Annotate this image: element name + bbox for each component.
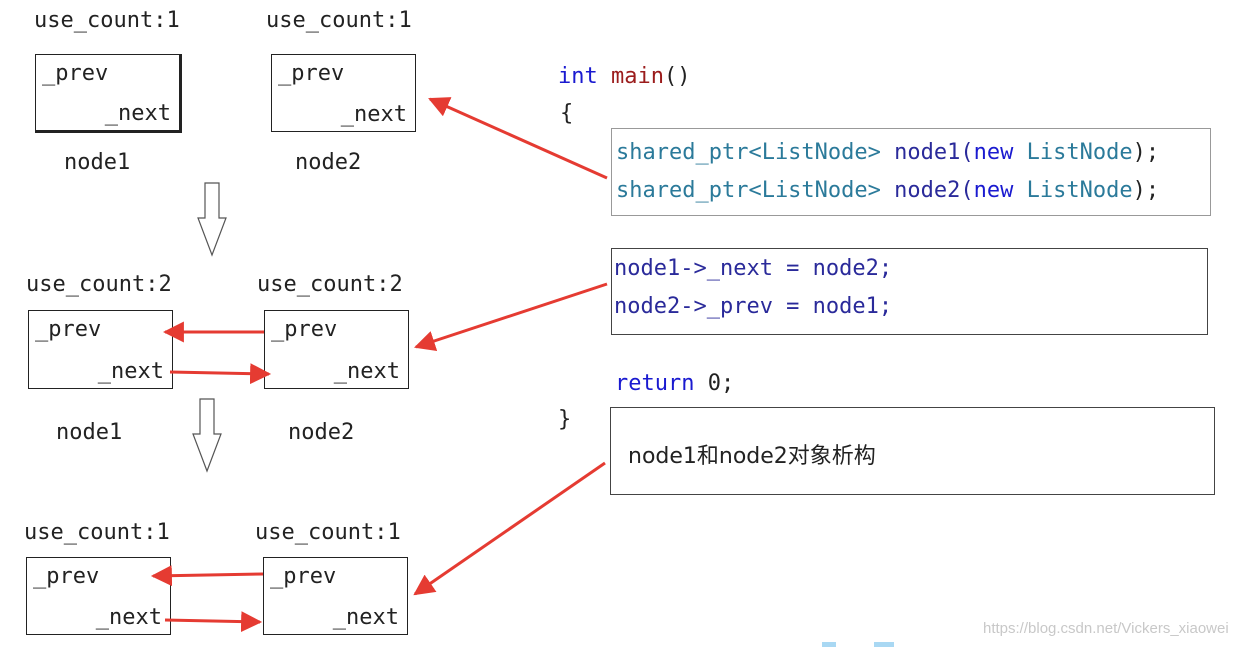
stage2-node2-label: node2	[288, 420, 355, 445]
assignment-line-2: node2->_prev = node1;	[614, 294, 893, 319]
stage1-node1-label: node1	[64, 150, 131, 175]
prev-field: _prev	[35, 317, 102, 342]
prev-field: _prev	[33, 564, 100, 589]
return-keyword: return	[615, 371, 695, 396]
return-statement: return 0;	[615, 371, 734, 396]
prev-field: _prev	[42, 61, 109, 86]
decorative-mark	[822, 642, 836, 647]
stage3-node1-use-count: use_count:1	[24, 520, 170, 545]
decl-var: node1(	[894, 140, 974, 165]
next-field: _next	[95, 605, 162, 630]
destruct-to-stage3-arrow	[413, 461, 606, 596]
stage3-node2-box: _prev _next	[263, 557, 408, 635]
main-function-name: main	[611, 64, 664, 89]
destruct-note-box	[610, 407, 1215, 495]
prev-field: _prev	[278, 61, 345, 86]
decl-end: );	[1132, 140, 1160, 165]
next-field: _next	[104, 101, 171, 126]
prev-field: _prev	[271, 317, 338, 342]
decl-var: node2(	[894, 178, 974, 203]
next-field: _next	[97, 359, 164, 384]
stage2-node1-box: _prev _next	[28, 310, 173, 389]
next-field: _next	[340, 102, 407, 127]
stage1-node2-box: _prev _next	[271, 54, 416, 132]
declaration-block	[611, 128, 1211, 216]
signature-parens: ()	[663, 64, 691, 89]
main-signature: int main()	[558, 64, 690, 89]
open-brace: {	[560, 101, 574, 126]
stage1-node2-label: node2	[295, 150, 362, 175]
down-arrow-2	[192, 398, 222, 473]
down-arrow-1	[197, 182, 227, 257]
stage2-next-pointer-arrow	[169, 363, 272, 385]
int-keyword: int	[558, 64, 598, 89]
stage1-node1-use-count: use_count:1	[34, 8, 180, 33]
stage1-node2-use-count: use_count:1	[266, 8, 412, 33]
next-field: _next	[332, 605, 399, 630]
stage3-node2-use-count: use_count:1	[255, 520, 401, 545]
new-keyword: new	[973, 140, 1014, 165]
prev-field: _prev	[270, 564, 337, 589]
assignment-block	[611, 248, 1208, 335]
return-value: 0;	[694, 371, 735, 396]
decl-class: ListNode	[1026, 178, 1133, 203]
stage2-node2-box: _prev _next	[264, 310, 409, 389]
watermark: https://blog.csdn.net/Vickers_xiaowei	[983, 620, 1229, 637]
stage2-node1-use-count: use_count:2	[26, 272, 172, 297]
stage2-node2-use-count: use_count:2	[257, 272, 403, 297]
stage3-next-pointer-arrow	[164, 611, 263, 633]
declaration-line-1: shared_ptr<ListNode> node1(new ListNode)…	[616, 140, 1159, 165]
decl-class: ListNode	[1026, 140, 1133, 165]
assignment-to-stage2-arrow	[414, 282, 608, 352]
decl-type: shared_ptr<ListNode>	[616, 178, 881, 203]
assignment-line-1: node1->_next = node2;	[614, 256, 893, 281]
stage1-node1-box: _prev _next	[35, 54, 182, 133]
stage3-node1-box: _prev _next	[26, 557, 171, 635]
destruct-note: node1和node2对象析构	[628, 444, 876, 469]
close-brace: }	[558, 407, 572, 432]
next-field: _next	[333, 359, 400, 384]
decl-type: shared_ptr<ListNode>	[616, 140, 881, 165]
decl-end: );	[1132, 178, 1160, 203]
declaration-line-2: shared_ptr<ListNode> node2(new ListNode)…	[616, 178, 1159, 203]
decorative-mark	[874, 642, 894, 647]
stage3-prev-pointer-arrow	[150, 565, 264, 587]
new-keyword: new	[973, 178, 1014, 203]
stage2-node1-label: node1	[56, 420, 123, 445]
declaration-to-stage1-arrow	[428, 97, 608, 180]
